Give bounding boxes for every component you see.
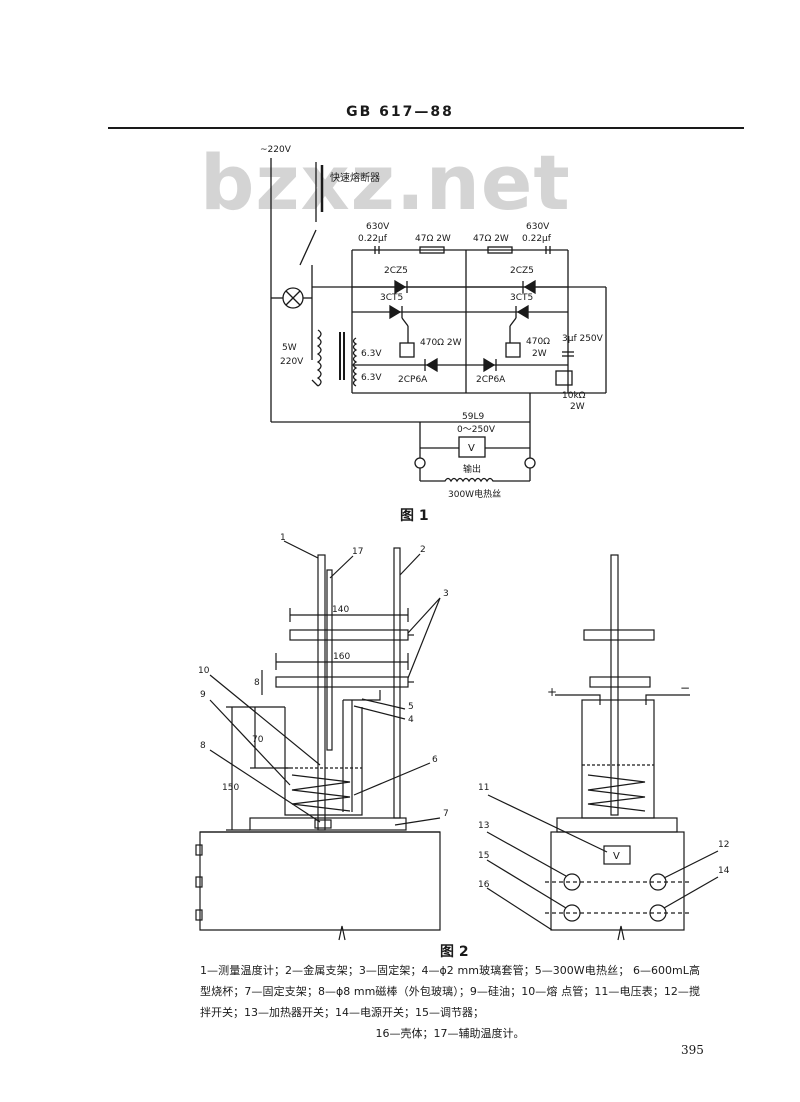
terminal-plus: + (547, 685, 557, 699)
label-cap-left-v: 630V (366, 222, 390, 232)
label-cap-left-c: 0.22μf (358, 234, 388, 244)
watermark: bzxz.net (200, 138, 571, 227)
heater-wire (420, 477, 530, 483)
dim-150: 150 (222, 783, 239, 793)
header-rule (108, 127, 744, 129)
callout-15: 15 (478, 851, 489, 861)
dim-70: 70 (252, 735, 264, 745)
label-diode3-right: 2CP6A (476, 375, 506, 385)
label-transformer-v: 220V (280, 357, 304, 367)
heater-coil-right (587, 774, 646, 812)
heater-leads (555, 694, 690, 705)
callout-9: 9 (200, 690, 206, 700)
label-fuse: 快速熔断器 (330, 171, 380, 184)
label-sec-bottom: 6.3V (361, 373, 382, 383)
callout-7: 7 (443, 809, 449, 819)
aux-thermometer (326, 569, 333, 751)
callout-13: 13 (478, 821, 489, 831)
label-pot3-r: 10kΩ (562, 391, 586, 401)
metal-support-rod (393, 547, 401, 819)
thermometer-right (610, 554, 619, 816)
label-pot-right-w: 2W (532, 349, 547, 359)
label-sec-top: 6.3V (361, 349, 382, 359)
figure-1-circuit: ~220V 快速熔断器 630V 0.22μf 47Ω 2W 47Ω 2W 63… (260, 145, 607, 500)
voltmeter-front (603, 845, 631, 865)
figure-legend: 1—测量温度计；2—金属支架；3—固定架；4—ϕ2 mm玻璃套管；5—300W电… (200, 960, 700, 1044)
legend-line-1: 1—测量温度计；2—金属支架；3—固定架；4—ϕ2 mm玻璃套管；5—300W电… (200, 964, 630, 977)
callout-12: 12 (718, 840, 729, 850)
label-cap3: 3μf 250V (562, 334, 604, 344)
label-cap-right-v: 630V (526, 222, 550, 232)
magnet-bar (314, 819, 332, 829)
switch-blade (299, 229, 317, 266)
beaker-left (284, 707, 363, 816)
callout-3: 3 (443, 589, 449, 599)
label-meter-model: 59L9 (462, 412, 484, 422)
heater-coil-left (291, 774, 351, 812)
callout-17: 17 (352, 547, 363, 557)
dim-140: 140 (332, 605, 349, 615)
label-diode3-left: 2CP6A (398, 375, 428, 385)
label-scr-right: 3CT5 (510, 293, 533, 303)
label-diode-left: 2CZ5 (384, 266, 408, 276)
base-plate-right (556, 817, 678, 833)
label-diode-right: 2CZ5 (510, 266, 534, 276)
legend-line-2: 6—600mL高型烧杯；7—固定支架；8—ϕ8 mm磁棒（外包玻璃）；9—硅油；… (200, 964, 701, 998)
label-transformer-p: 5W (282, 343, 297, 353)
label-res-right: 47Ω 2W (473, 234, 509, 244)
transformer-secondary (352, 337, 358, 387)
standard-header: GB 617—88 (346, 104, 454, 120)
housing-left (199, 831, 441, 931)
figure-2-caption: 图 2 (440, 944, 469, 960)
label-cap-right-c: 0.22μf (522, 234, 552, 244)
fixing-plate-upper (289, 629, 409, 641)
label-res-left: 47Ω 2W (415, 234, 451, 244)
label-output: 输出 (463, 463, 481, 475)
callout-6: 6 (432, 755, 438, 765)
legend-line-3: 点管；11—电压表；12—搅拌开关；13—加热器开关；14—电源开关；15—调节… (200, 985, 700, 1019)
callout-5: 5 (408, 702, 414, 712)
housing-right (550, 831, 685, 931)
callout-16: 16 (478, 880, 490, 890)
figure-1-caption: 图 1 (400, 508, 429, 524)
label-pot3-w: 2W (570, 402, 585, 412)
callout-4: 4 (408, 715, 414, 725)
fixing-plate-lower (275, 676, 409, 688)
label-heater: 300W电热丝 (448, 488, 501, 500)
callout-1: 1 (280, 533, 286, 543)
label-meter-symbol: V (468, 443, 475, 454)
label-scr-left: 3CT5 (380, 293, 403, 303)
label-supply: ~220V (260, 145, 292, 155)
terminal-minus: − (680, 681, 690, 695)
legend-line-4: 16—壳体；17—辅助温度计。 (375, 1027, 525, 1040)
transformer-primary (316, 329, 322, 387)
callout-8: 8 (200, 741, 206, 751)
page-number: 395 (681, 1043, 704, 1057)
label-pot-left: 470Ω 2W (420, 338, 462, 348)
voltmeter-box (458, 436, 486, 458)
label-meter-range: 0～250V (457, 425, 496, 435)
main-thermometer (317, 554, 326, 831)
voltmeter-front-label: V (613, 851, 620, 862)
callout-10: 10 (198, 666, 210, 676)
dim-8: 8 (254, 678, 260, 688)
callout-14: 14 (718, 866, 730, 876)
callout-2: 2 (420, 545, 426, 555)
callout-11: 11 (478, 783, 489, 793)
figure-2-apparatus: 140 160 8 70 150 + − V 1 17 2 3 10 9 5 4… (195, 533, 730, 941)
label-pot-right-r: 470Ω (526, 337, 550, 347)
glass-tube (342, 700, 353, 812)
dim-160: 160 (333, 652, 350, 662)
base-plate-left (249, 817, 407, 831)
